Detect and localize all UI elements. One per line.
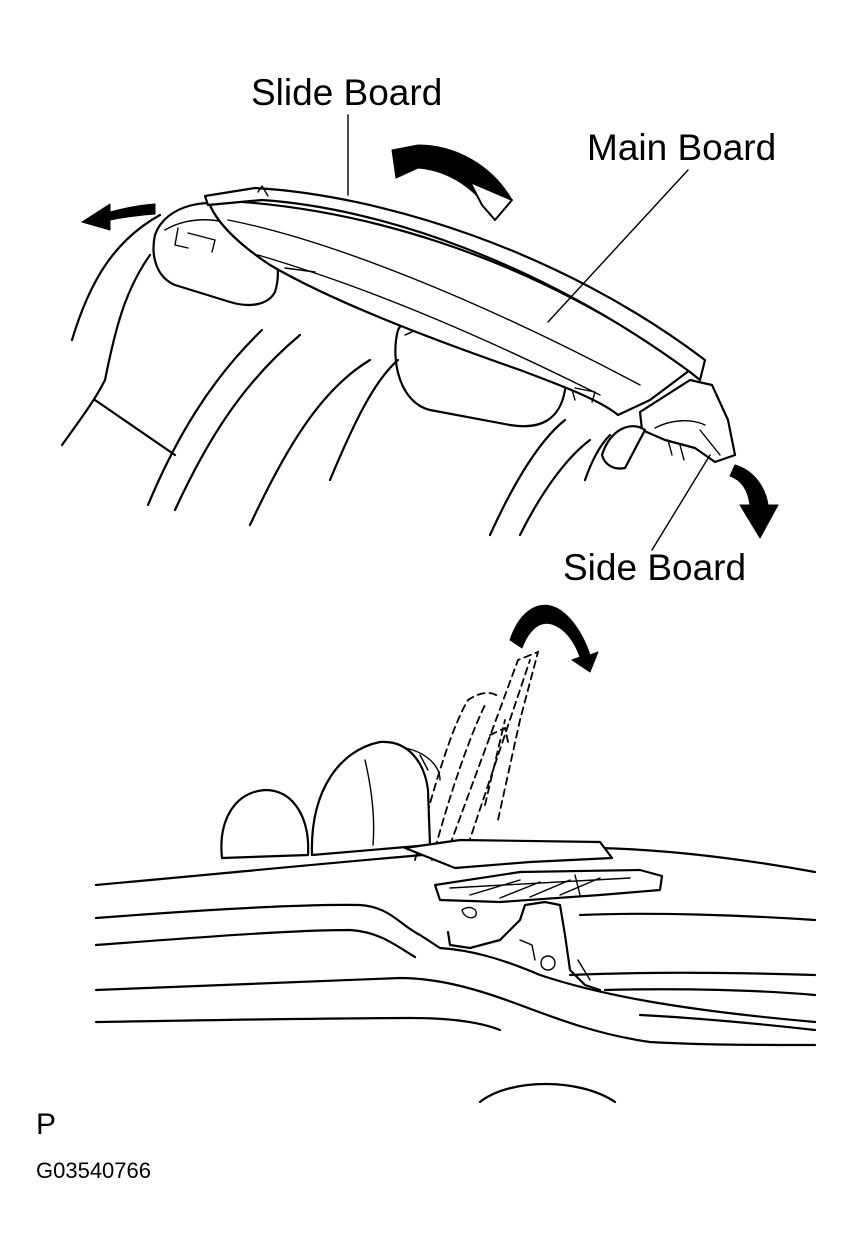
leader-main-board	[547, 169, 689, 323]
side-board	[600, 378, 737, 470]
slide-board	[203, 185, 707, 382]
main-board	[206, 198, 692, 417]
center-seat	[328, 358, 612, 537]
leader-side-board	[651, 454, 711, 551]
upper-view	[60, 114, 779, 551]
raised-board-outline	[414, 650, 540, 861]
rear-seats-side	[220, 740, 441, 860]
curved-arrow-icon	[81, 144, 779, 539]
label-slide-board: Slide Board	[251, 72, 443, 113]
label-side-board: Side Board	[563, 547, 747, 588]
label-main-board: Main Board	[587, 127, 777, 168]
board-mechanism	[403, 838, 664, 992]
curved-arrow-icon	[509, 604, 599, 673]
left-seat	[60, 213, 372, 527]
figure-code: G03540766	[36, 1158, 151, 1183]
view-marker: P	[36, 1108, 57, 1141]
wheel-arc	[478, 1083, 617, 1104]
lower-view	[94, 604, 817, 1104]
